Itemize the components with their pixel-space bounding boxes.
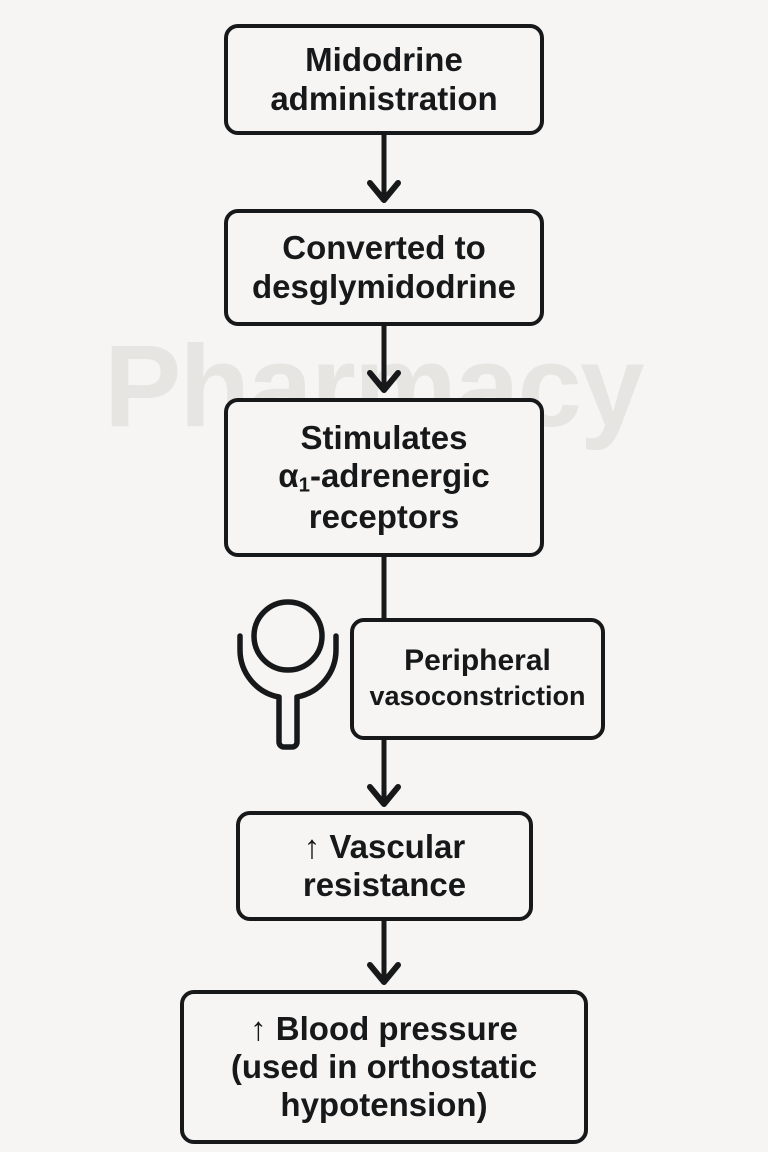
node-bloodpressure-line2: (used in orthostatic (230, 1047, 538, 1085)
node-stimulates-line3: receptors (308, 497, 460, 535)
node-midodrine-administration[interactable]: Midodrine administration (224, 24, 544, 135)
arrow-head-4 (367, 962, 401, 985)
node-stimulates-alpha1-adrenergic-receptors[interactable]: Stimulates α1-adrenergic receptors (224, 398, 544, 557)
node-midodrine-line1: Midodrine (305, 41, 463, 79)
arrow-head-1 (367, 180, 401, 203)
node-vascular-line1: ↑ Vascular (303, 827, 466, 865)
node-peripheral-vasoconstriction[interactable]: Peripheral vasoconstriction (350, 618, 605, 740)
node-converted-to-desglymidodrine[interactable]: Converted to desglymidodrine (224, 209, 544, 326)
alpha-subscript: 1 (298, 473, 310, 497)
node-converted-line2: desglymidodrine (251, 267, 517, 305)
node-vascular-line2: resistance (302, 866, 467, 903)
arrow-head-2 (367, 370, 401, 393)
node-stimulates-line1: Stimulates (300, 419, 468, 457)
node-midodrine-line2: administration (270, 79, 498, 117)
node-converted-line1: Converted to (282, 229, 486, 267)
node-peripheral-line2: vasoconstriction (369, 681, 586, 711)
node-increased-vascular-resistance[interactable]: ↑ Vascular resistance (236, 811, 533, 921)
node-stimulates-line2-suffix: -adrenergic (309, 457, 490, 495)
node-stimulates-line2: α1-adrenergic (278, 457, 490, 497)
alpha1-receptor-icon: α1 (232, 592, 344, 750)
arrow-head-3 (367, 784, 401, 807)
node-bloodpressure-line1: ↑ Blood pressure (250, 1009, 518, 1047)
node-bloodpressure-line3: hypotension) (280, 1086, 488, 1124)
alpha-glyph: α (278, 457, 299, 495)
node-increased-blood-pressure[interactable]: ↑ Blood pressure (used in orthostatic hy… (180, 990, 588, 1144)
node-peripheral-line1: Peripheral (404, 644, 551, 678)
